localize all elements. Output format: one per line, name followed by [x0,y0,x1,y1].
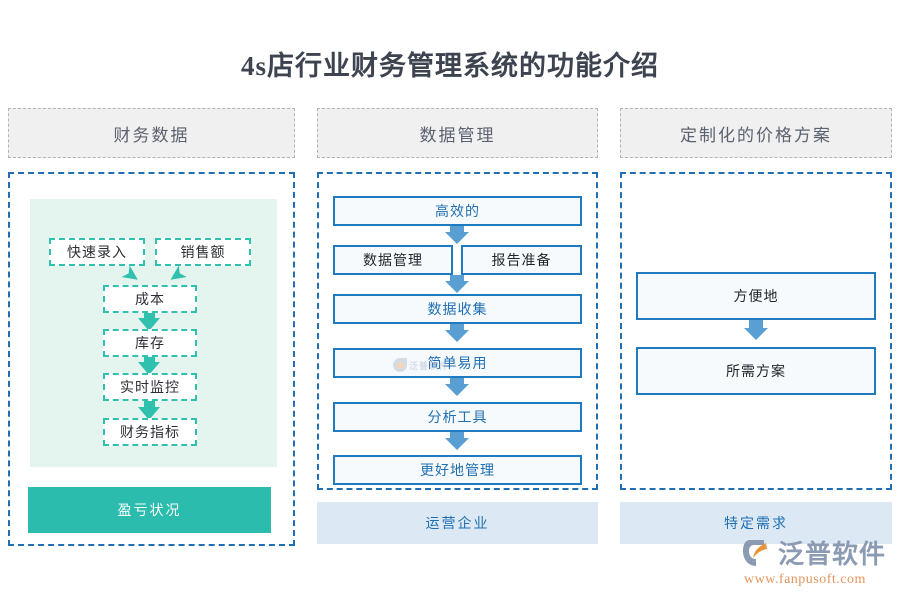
node-report-preparation[interactable]: 报告准备 [461,245,582,275]
brand-url: www.fanpusoft.com [743,572,866,587]
brand-name: 泛普软件 [777,540,886,569]
node-better-management[interactable]: 更好地管理 [333,455,582,485]
arrow-efficient-down-icon [445,232,469,244]
arrow-to-easy-to-use-stem [450,324,464,331]
footer-operating-enterprise[interactable]: 运营企业 [317,502,598,544]
arrow-to-analysis-tools-icon [445,384,469,396]
node-required-solution[interactable]: 所需方案 [636,347,876,395]
watermark-brand-text: 泛普软件 [409,360,450,371]
node-easy-to-use-label: 简单易用 [427,355,488,371]
watermark-mark-icon [393,358,407,372]
arrow-cost-to-inventory-stem [144,313,155,321]
arrow-to-data-collection-icon [445,281,469,293]
column-header-data-management: 数据管理 [317,108,598,158]
arrow-convenient-to-solution-stem [749,320,763,329]
node-quick-entry[interactable]: 快速录入 [49,238,145,266]
watermark-logo-small: 泛普软件 [393,356,455,374]
node-financial-indicators[interactable]: 财务指标 [103,418,197,446]
node-data-collection[interactable]: 数据收集 [333,294,582,324]
arrow-inventory-to-monitor-stem [144,357,155,365]
node-cost[interactable]: 成本 [103,285,197,313]
column-header-custom-pricing: 定制化的价格方案 [620,108,892,158]
arrow-efficient-down-stem [450,226,464,233]
brand-logo: 泛普软件 www.fanpusoft.com [742,534,886,588]
node-realtime-monitoring[interactable]: 实时监控 [103,373,197,401]
node-data-management[interactable]: 数据管理 [333,245,453,275]
node-inventory[interactable]: 库存 [103,329,197,357]
arrow-convenient-to-solution-icon [744,328,768,340]
arrow-monitor-to-indicator-icon [138,407,160,420]
node-easy-to-use[interactable]: 泛普软件 简单易用 [333,348,582,378]
column-header-financial-data: 财务数据 [8,108,295,158]
node-efficient[interactable]: 高效的 [333,196,582,226]
page-title: 4s店行业财务管理系统的功能介绍 [240,51,659,81]
arrow-to-easy-to-use-icon [445,330,469,342]
arrow-to-data-collection-stem [450,275,464,282]
node-convenient[interactable]: 方便地 [636,272,876,320]
arrow-to-analysis-tools-stem [450,378,464,385]
node-analysis-tools[interactable]: 分析工具 [333,402,582,432]
brand-logo-row: 泛普软件 [742,534,886,571]
footer-profit-loss-status[interactable]: 盈亏状况 [28,487,271,533]
arrow-monitor-to-indicator-stem [144,401,155,410]
arrow-to-better-management-stem [450,432,464,439]
arrow-inventory-to-monitor-icon [138,362,160,375]
node-sales-amount[interactable]: 销售额 [155,238,251,266]
footer-specific-requirements[interactable]: 特定需求 [620,502,892,544]
arrow-cost-to-inventory-icon [138,318,160,331]
fanpu-logo-icon [742,538,774,568]
arrow-to-better-management-icon [445,438,469,450]
